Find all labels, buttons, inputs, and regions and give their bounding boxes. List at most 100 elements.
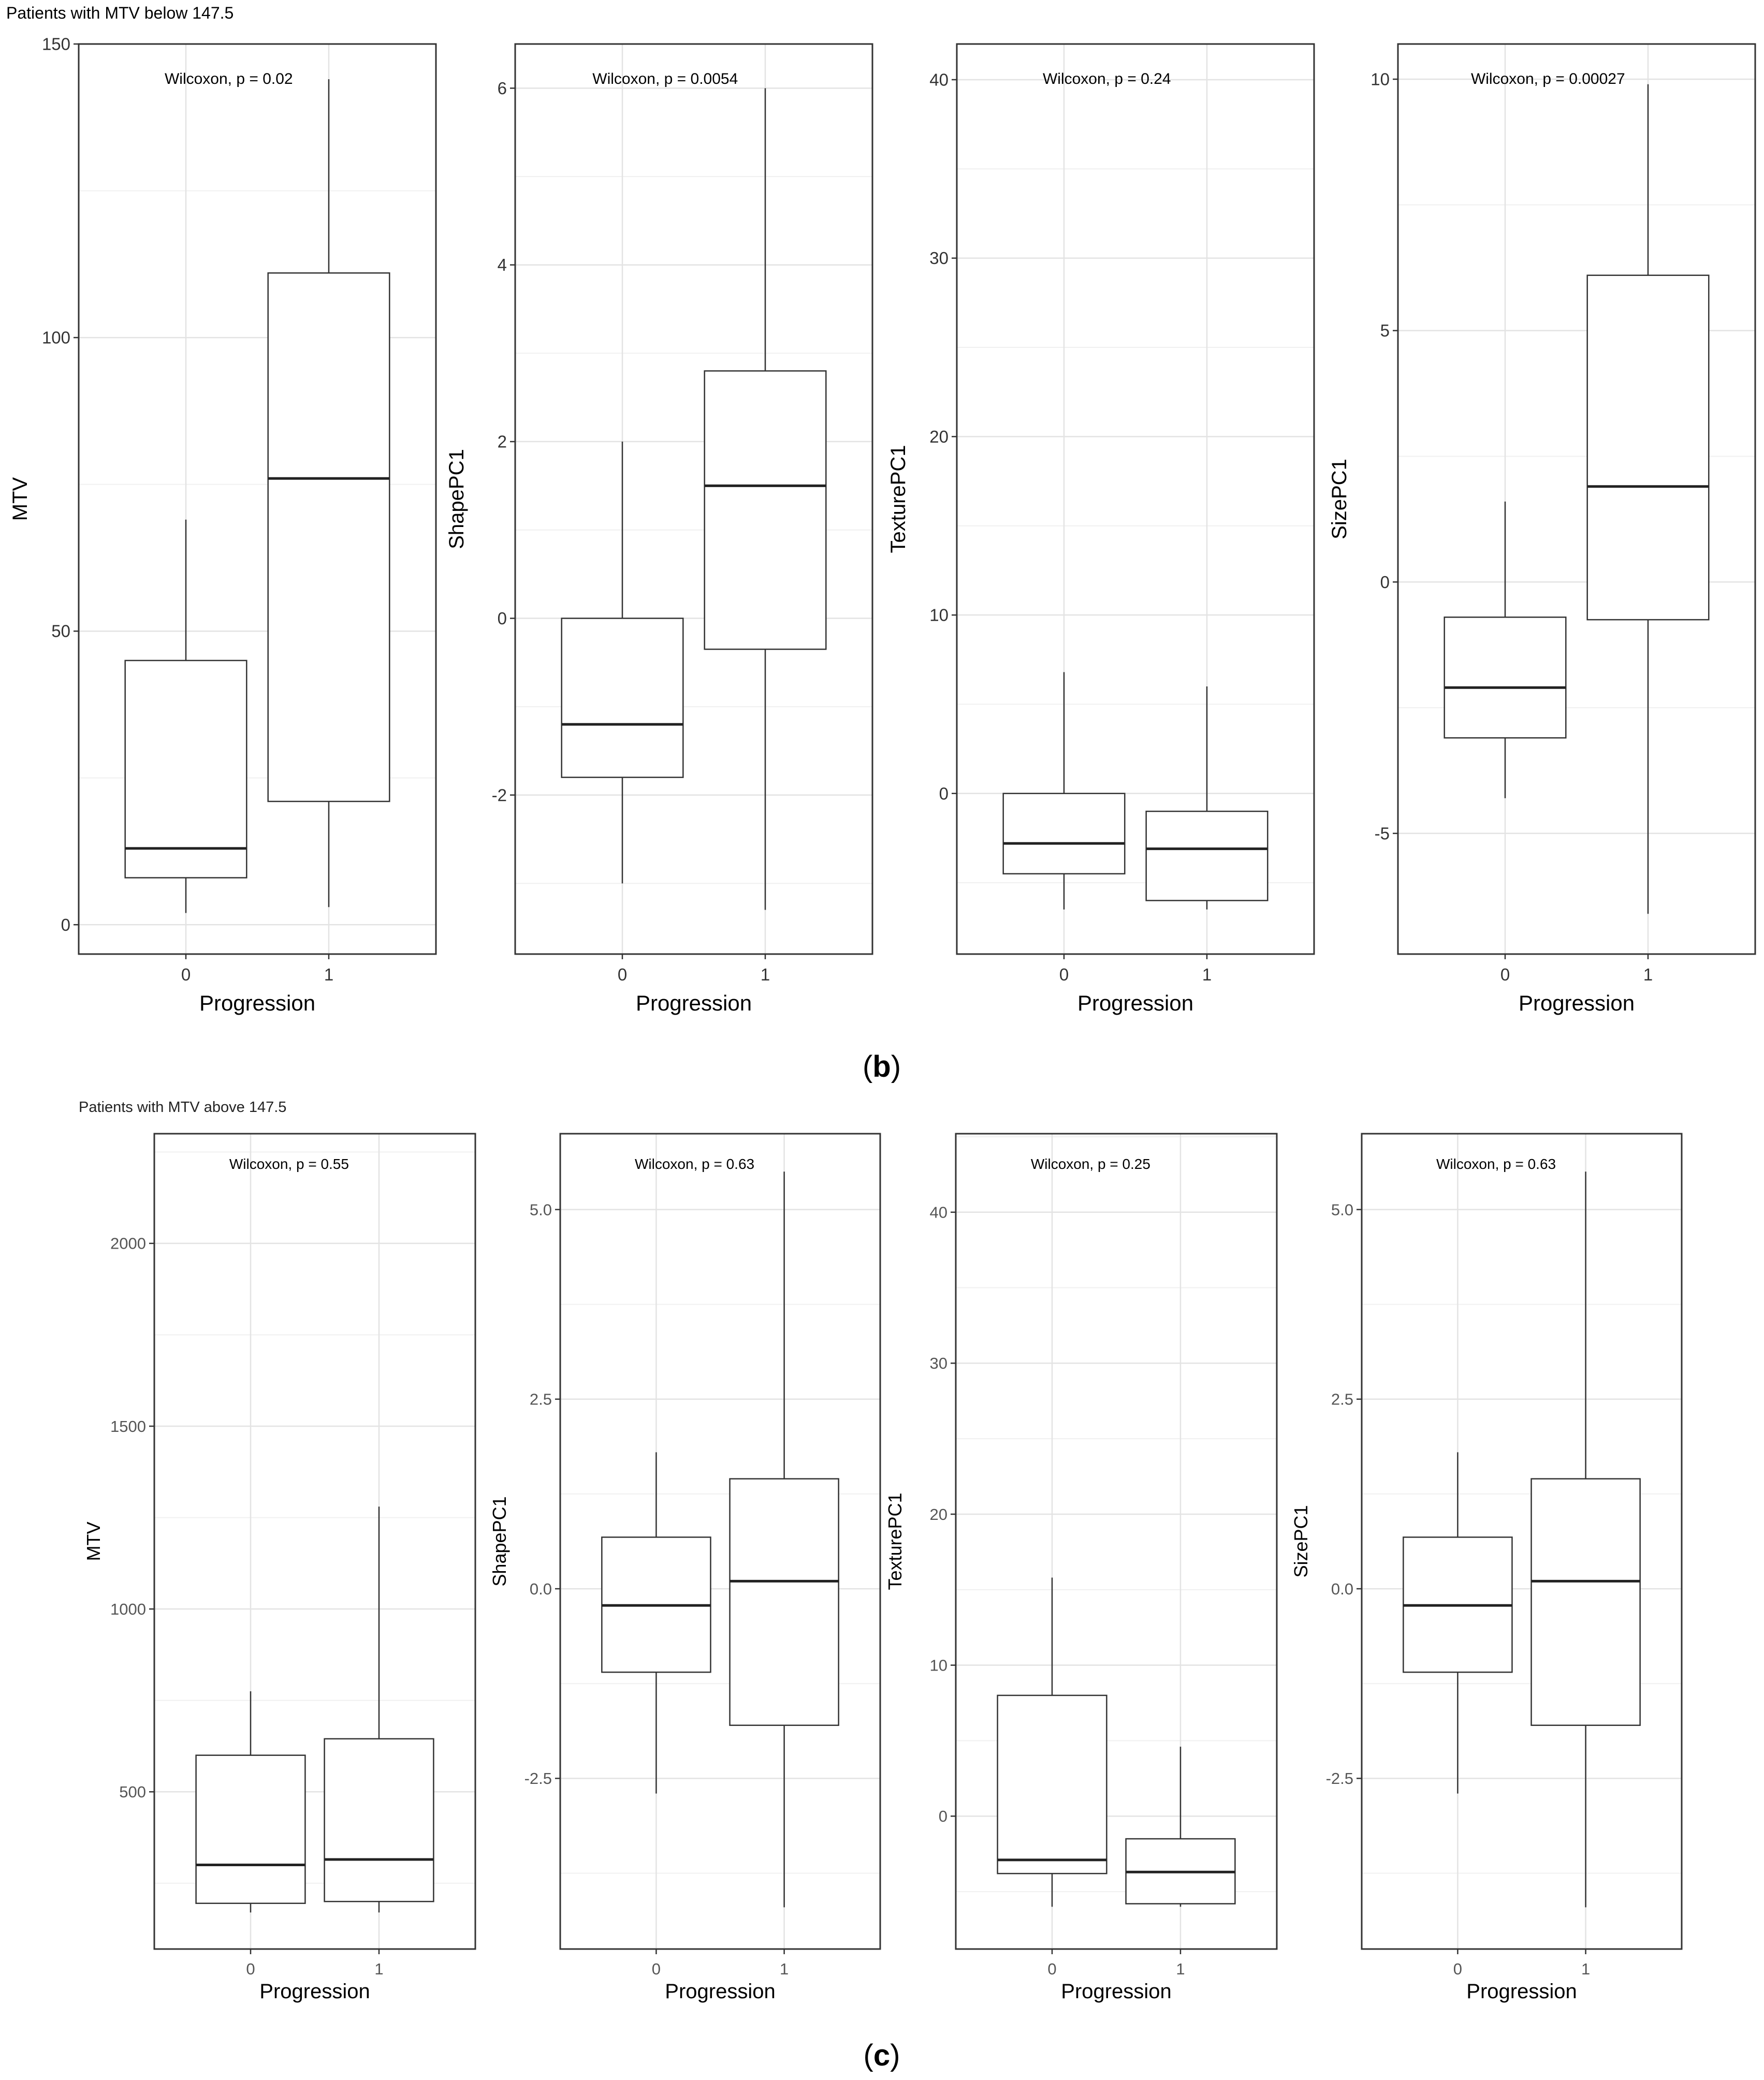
y-tick-label: 2.5 (530, 1390, 552, 1409)
y-tick-label: 0 (939, 784, 949, 803)
wilcoxon-annotation: Wilcoxon, p = 0.02 (165, 70, 293, 87)
iqr-box (997, 1694, 1107, 1874)
y-tick-label: 10 (930, 1657, 947, 1675)
y-axis-title: SizePC1 (1290, 1505, 1311, 1577)
y-tick-label: 1000 (110, 1600, 146, 1618)
y-axis-title: TexturePC1 (887, 445, 910, 553)
box-1 (704, 88, 827, 910)
wilcoxon-annotation: Wilcoxon, p = 0.25 (1031, 1156, 1150, 1172)
box-1 (1145, 686, 1269, 910)
y-axis-title: ShapePC1 (445, 449, 468, 549)
y-tick-label: 5.0 (530, 1200, 552, 1219)
wilcoxon-annotation: Wilcoxon, p = 0.63 (1436, 1156, 1556, 1172)
y-tick-label: 5 (1380, 321, 1390, 340)
box-1 (324, 1506, 434, 1913)
panel-label-b: (b) (863, 1050, 901, 1083)
box-0 (1403, 1452, 1513, 1794)
iqr-box (704, 370, 827, 650)
panel-border (1361, 1133, 1683, 1950)
row-b-header: Patients with MTV below 147.5 (6, 4, 234, 22)
x-tick-label: 0 (181, 965, 191, 984)
y-tick-label: 20 (929, 427, 949, 446)
y-tick-label: -2 (492, 785, 507, 804)
y-tick-label: 2.5 (1331, 1390, 1353, 1409)
y-axis-title: TexturePC1 (884, 1492, 906, 1590)
box-0 (124, 519, 247, 913)
y-tick-label: 4 (498, 255, 507, 274)
iqr-box (1002, 793, 1126, 875)
panel-label-c: (c) (864, 2039, 900, 2072)
x-axis-title: Progression (1519, 991, 1635, 1015)
y-tick-label: 30 (929, 248, 949, 268)
x-tick-label: 0 (1453, 1960, 1462, 1978)
y-tick-label: 2 (498, 432, 507, 451)
y-axis-title: ShapePC1 (489, 1496, 510, 1586)
iqr-box (1530, 1478, 1641, 1726)
x-axis-title: Progression (259, 1980, 370, 2003)
y-tick-label: 1500 (110, 1417, 146, 1436)
box-1 (1530, 1171, 1641, 1908)
box-0 (601, 1452, 711, 1794)
iqr-box (124, 660, 247, 878)
panel-border (956, 43, 1315, 955)
y-axis-title: MTV (83, 1522, 104, 1561)
x-tick-label: 1 (1202, 965, 1212, 984)
x-tick-label: 0 (652, 1960, 661, 1978)
x-tick-label: 0 (1500, 965, 1510, 984)
x-tick-label: 0 (246, 1960, 255, 1978)
y-tick-label: 5.0 (1331, 1200, 1353, 1219)
x-axis-title: Progression (1061, 1980, 1171, 2003)
x-tick-label: 1 (780, 1960, 789, 1978)
y-tick-label: 0 (61, 915, 70, 934)
wilcoxon-annotation: Wilcoxon, p = 0.00027 (1471, 70, 1625, 87)
wilcoxon-annotation: Wilcoxon, p = 0.63 (635, 1156, 754, 1172)
y-tick-label: -2.5 (1326, 1769, 1353, 1788)
y-tick-label: 40 (930, 1204, 947, 1222)
y-tick-label: 0 (1380, 573, 1390, 592)
x-axis-title: Progression (1077, 991, 1193, 1015)
box-1 (267, 79, 390, 907)
y-tick-label: 30 (930, 1354, 947, 1372)
y-tick-label: 50 (51, 622, 70, 641)
box-0 (195, 1691, 306, 1913)
x-tick-label: 1 (1643, 965, 1653, 984)
box-0 (1444, 501, 1567, 798)
y-tick-label: -2.5 (524, 1769, 552, 1788)
x-tick-label: 1 (1176, 1960, 1185, 1978)
panel-border (1397, 43, 1756, 955)
box-1 (1586, 84, 1710, 914)
panel-border (955, 1133, 1278, 1950)
y-tick-label: 6 (498, 79, 507, 98)
box-0 (561, 442, 684, 884)
wilcoxon-annotation: Wilcoxon, p = 0.55 (229, 1156, 349, 1172)
panel-border (78, 43, 437, 955)
y-tick-label: -5 (1375, 824, 1390, 843)
iqr-box (1444, 616, 1567, 739)
y-tick-label: 10 (929, 606, 949, 625)
y-tick-label: 0 (939, 1807, 947, 1825)
x-tick-label: 1 (761, 965, 770, 984)
panel-border (514, 43, 873, 955)
box-0 (1002, 672, 1126, 910)
panel-border (559, 1133, 881, 1950)
x-tick-label: 0 (1059, 965, 1069, 984)
x-axis-title: Progression (199, 991, 315, 1015)
x-tick-label: 1 (374, 1960, 383, 1978)
iqr-box (1145, 810, 1269, 901)
x-tick-label: 0 (618, 965, 627, 984)
x-tick-label: 0 (1047, 1960, 1056, 1978)
wilcoxon-annotation: Wilcoxon, p = 0.24 (1043, 70, 1171, 87)
y-tick-label: 2000 (110, 1235, 146, 1253)
y-tick-label: 0 (498, 609, 507, 628)
iqr-box (729, 1478, 839, 1726)
y-tick-label: 10 (1371, 70, 1390, 89)
